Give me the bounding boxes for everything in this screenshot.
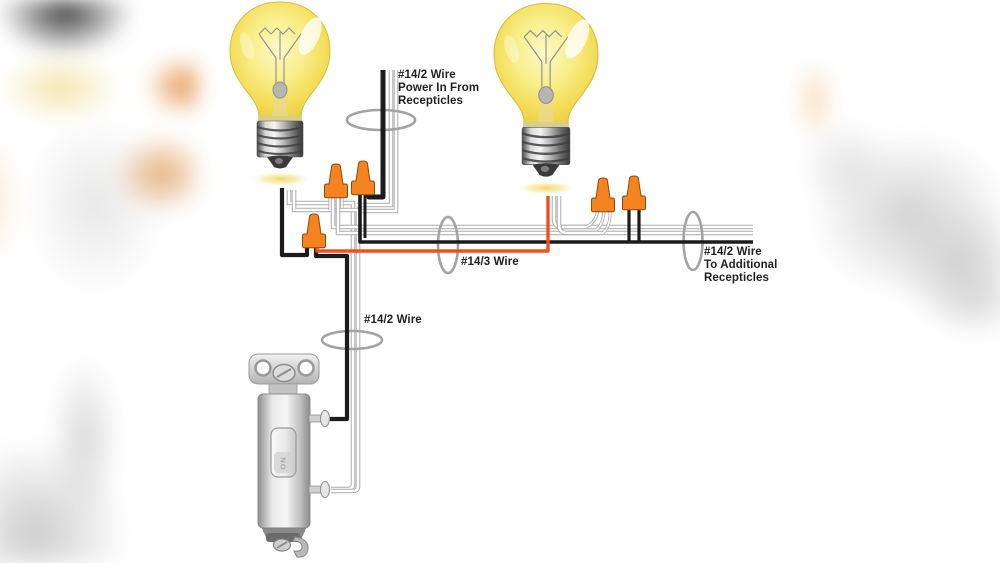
wire-nut bbox=[324, 163, 348, 199]
screw-slot bbox=[276, 541, 288, 549]
label-line: #14/2 Wire bbox=[398, 69, 456, 81]
label-line: Recepticles bbox=[398, 95, 464, 107]
white-wires bbox=[286, 70, 753, 494]
loop-switch-leg bbox=[320, 329, 384, 351]
loop-14-3 bbox=[436, 215, 460, 275]
label-power-in: #14/2 Wire Power In From Recepticles bbox=[398, 69, 479, 108]
bulb-glow-right bbox=[515, 181, 577, 195]
switch-neck bbox=[268, 383, 298, 396]
light-bulb-left bbox=[228, 0, 332, 170]
wire-nut bbox=[591, 177, 615, 213]
label-line: #14/2 Wire bbox=[364, 314, 422, 326]
toggle-on-text: ON bbox=[279, 456, 288, 469]
wire-nut bbox=[622, 175, 646, 211]
light-bulb-right bbox=[492, 2, 600, 178]
switch-bottom-hook bbox=[292, 536, 309, 558]
toggle-lower-face bbox=[274, 452, 293, 473]
switch-mount-hole bbox=[297, 359, 315, 377]
toggle-switch: ON bbox=[248, 353, 330, 558]
label-line: Recepticles bbox=[704, 272, 770, 284]
label-to-additional: #14/2 Wire To Additional Recepticles bbox=[704, 246, 777, 285]
terminal-screw-top bbox=[320, 410, 330, 427]
terminal-screw-bottom bbox=[320, 481, 330, 498]
terminal-stem bbox=[308, 414, 322, 423]
label-line: #14/2 Wire bbox=[704, 246, 762, 258]
label-line: #14/3 Wire bbox=[461, 256, 519, 268]
label-line: To Additional bbox=[704, 259, 778, 271]
wire-nut bbox=[351, 160, 375, 196]
label-line: Power In From bbox=[398, 82, 480, 94]
terminal-stem bbox=[308, 485, 322, 494]
switch-mount-hole bbox=[254, 359, 272, 377]
wire-nut bbox=[302, 213, 326, 249]
label-14-3-wire: #14/3 Wire bbox=[461, 256, 519, 269]
screw-slot bbox=[276, 368, 292, 378]
switch-bottom-strap bbox=[266, 533, 300, 542]
wire-nuts bbox=[302, 160, 646, 249]
bulb-glow-left bbox=[249, 171, 313, 187]
label-switch-leg: #14/2 Wire bbox=[364, 314, 422, 327]
